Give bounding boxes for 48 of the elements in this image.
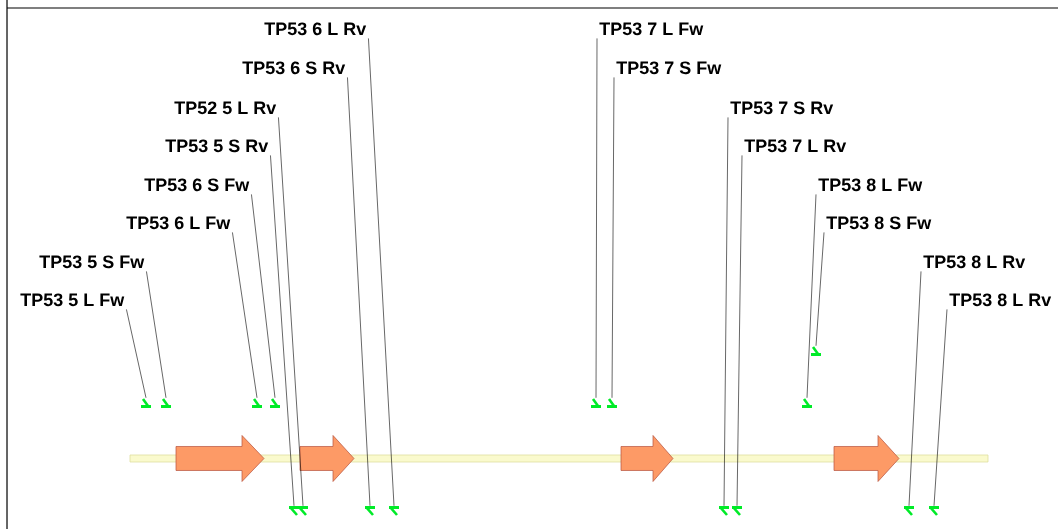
leader-line	[933, 309, 948, 507]
primer-label: TP53 6 S Rv	[242, 61, 346, 75]
primer-label: TP53 6 S Fw	[144, 178, 250, 192]
primer-label: TP53 8 S Fw	[826, 216, 932, 230]
primer-label: TP53 7 S Fw	[616, 61, 722, 75]
primer-mark	[389, 506, 399, 516]
primer-label: TP53 5 S Fw	[39, 255, 145, 269]
leader-line	[368, 38, 395, 507]
primer-label: TP53 5 L Fw	[20, 293, 125, 307]
primer-mark	[607, 398, 617, 408]
leader-line	[815, 232, 825, 347]
primer-label: TP53 5 S Rv	[165, 139, 269, 153]
leader-line	[126, 309, 147, 399]
primer-label: TP53 8 L Rv	[923, 255, 1026, 269]
leader-line	[146, 271, 167, 399]
primer-mark	[365, 506, 375, 516]
primer-mark	[270, 398, 280, 408]
primer-mark	[732, 506, 742, 516]
leader-line	[232, 232, 258, 399]
primer-label: TP53 8 L Fw	[818, 178, 923, 192]
leader-line	[611, 77, 615, 399]
primer-mark	[298, 506, 308, 516]
primer-mark	[904, 506, 914, 516]
leader-line	[736, 155, 743, 507]
primer-label: TP53 6 L Rv	[264, 22, 367, 36]
leader-line	[251, 194, 276, 399]
leader-line	[347, 77, 371, 507]
primer-label: TP53 7 L Rv	[744, 139, 847, 153]
primer-mark	[141, 398, 151, 408]
primer-mark	[289, 506, 299, 516]
primer-mark	[719, 506, 729, 516]
primer-mark	[161, 398, 171, 408]
primer-mark	[929, 506, 939, 516]
primer-mark	[591, 398, 601, 408]
primer-label: TP53 6 L Fw	[126, 216, 231, 230]
leader-line	[270, 155, 295, 507]
primer-label: TP53 7 S Rv	[730, 101, 834, 115]
leader-line	[908, 271, 922, 507]
primer-mark	[811, 346, 821, 356]
primer-label: TP52 5 L Rv	[174, 101, 277, 115]
primer-mark	[802, 398, 812, 408]
primer-label: TP53 8 L Rv	[949, 293, 1052, 307]
leader-line	[723, 117, 729, 507]
leader-line	[278, 117, 304, 507]
primer-label: TP53 7 L Fw	[599, 22, 704, 36]
leader-line	[806, 194, 817, 399]
primer-mark	[252, 398, 262, 408]
leader-line	[595, 38, 598, 399]
